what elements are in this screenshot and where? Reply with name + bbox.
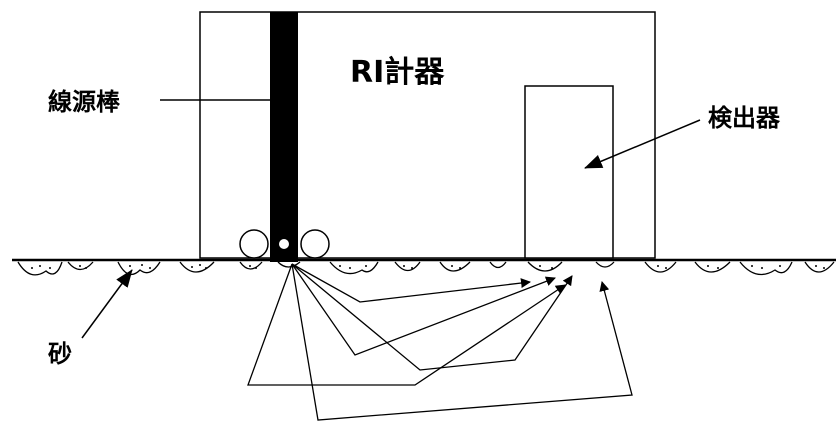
radiation-path-5	[291, 263, 633, 421]
detector-box	[524, 85, 614, 259]
source-rod	[270, 12, 298, 262]
radiation-path-1	[291, 263, 531, 303]
left-roller	[239, 229, 269, 259]
radiation-path-2	[291, 263, 556, 356]
radiation-path-3	[291, 263, 573, 371]
radiation-path-4	[247, 263, 566, 386]
radiation-paths	[247, 263, 633, 421]
right-roller	[300, 229, 330, 259]
instrument-label: RI計器	[350, 55, 445, 90]
detector-pointer	[584, 119, 701, 169]
detector-label: 検出器	[708, 104, 781, 132]
sand-grains	[17, 261, 835, 276]
source-point	[279, 239, 289, 249]
sand-pointer	[81, 269, 133, 339]
instrument-housing	[199, 11, 656, 259]
source-rod-label: 線源棒	[48, 88, 121, 116]
sand-label: 砂	[48, 340, 72, 368]
sand-dots	[31, 264, 825, 269]
